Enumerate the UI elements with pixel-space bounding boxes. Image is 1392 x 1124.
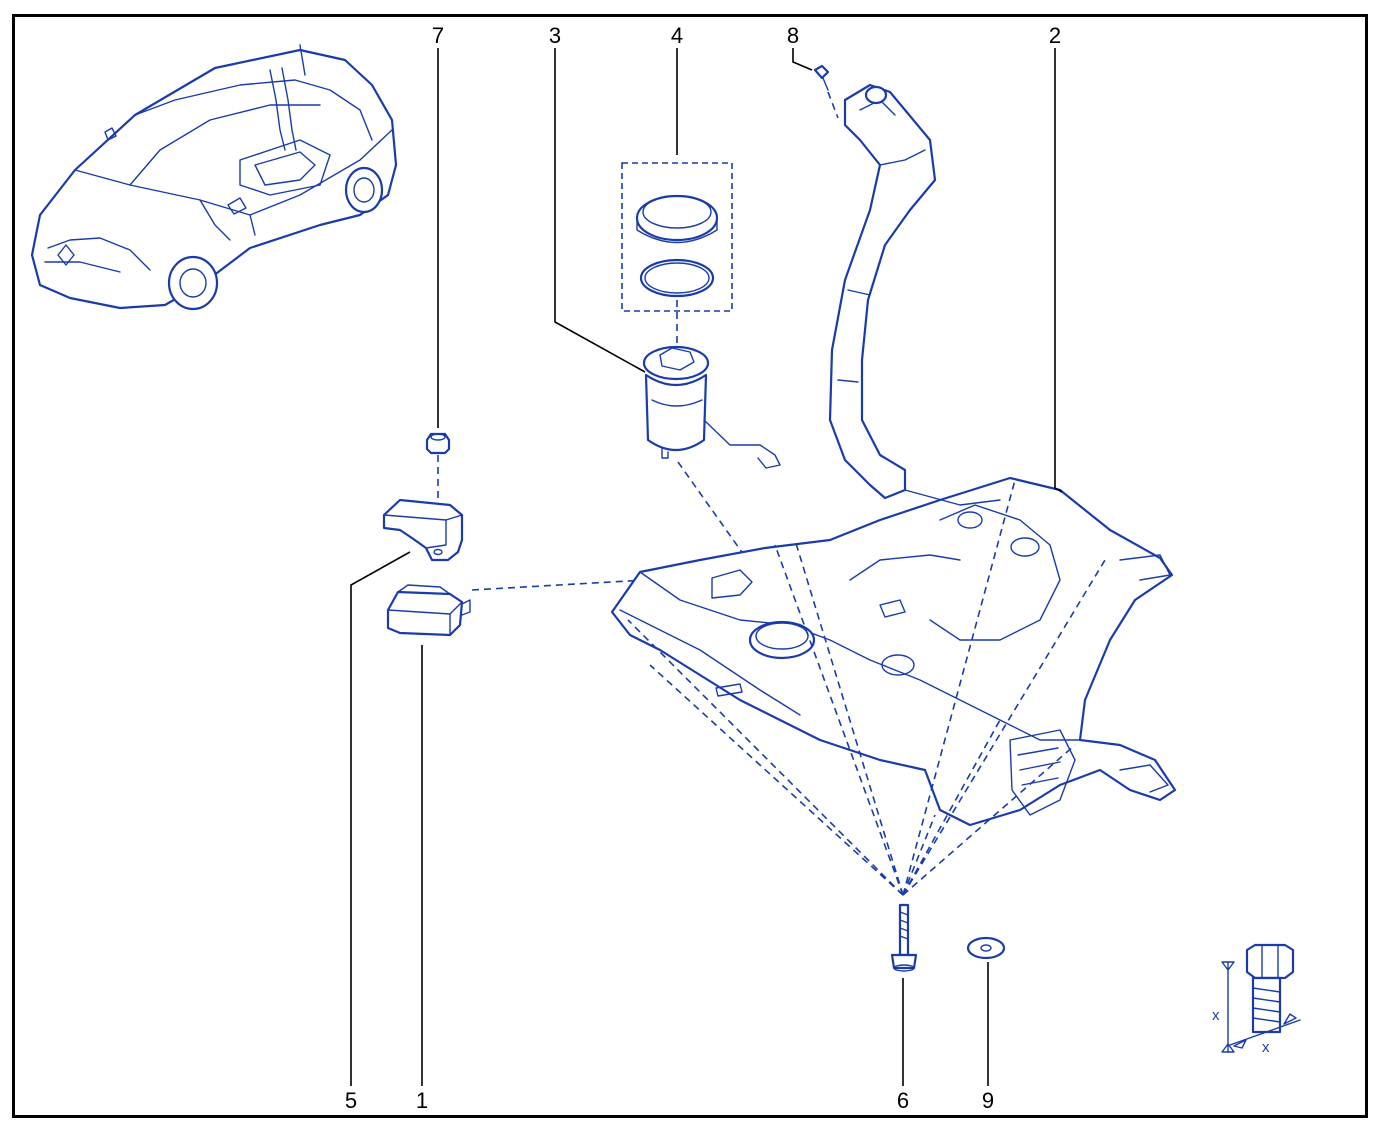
dimension-label-b: x [1262, 1039, 1270, 1056]
callout-4: 4 [671, 23, 683, 48]
vehicle-location-illustration [30, 44, 398, 311]
callout-3: 3 [549, 23, 561, 48]
callout-7: 7 [432, 23, 444, 48]
part-1-module [386, 584, 471, 637]
part-4-group-box [621, 162, 733, 312]
callout-6: 6 [897, 1088, 909, 1113]
dimension-label-a: x [1212, 1007, 1220, 1024]
part-9-washer [966, 936, 1006, 960]
callout-8: 8 [787, 23, 799, 48]
part-4-locking-ring [635, 194, 719, 244]
part-4-seal-ring [639, 258, 715, 298]
callout-1: 1 [416, 1088, 428, 1113]
callout-labels: 7 3 4 8 2 5 1 6 9 [345, 23, 1061, 1113]
callout-9: 9 [982, 1088, 994, 1113]
callout-5: 5 [345, 1088, 357, 1113]
leader-lines [350, 48, 1063, 1086]
assembly-dash-lines [627, 479, 1106, 896]
part-3-fuel-pump [642, 345, 781, 469]
part-7-nut [425, 432, 451, 455]
bolt-dimension-symbol: x x [1212, 943, 1301, 1056]
callout-2: 2 [1049, 23, 1061, 48]
part-6-bolt [890, 903, 918, 972]
part-5-bracket [382, 498, 464, 562]
part-8-screw [813, 64, 830, 91]
part-2-fuel-tank [610, 83, 1177, 827]
